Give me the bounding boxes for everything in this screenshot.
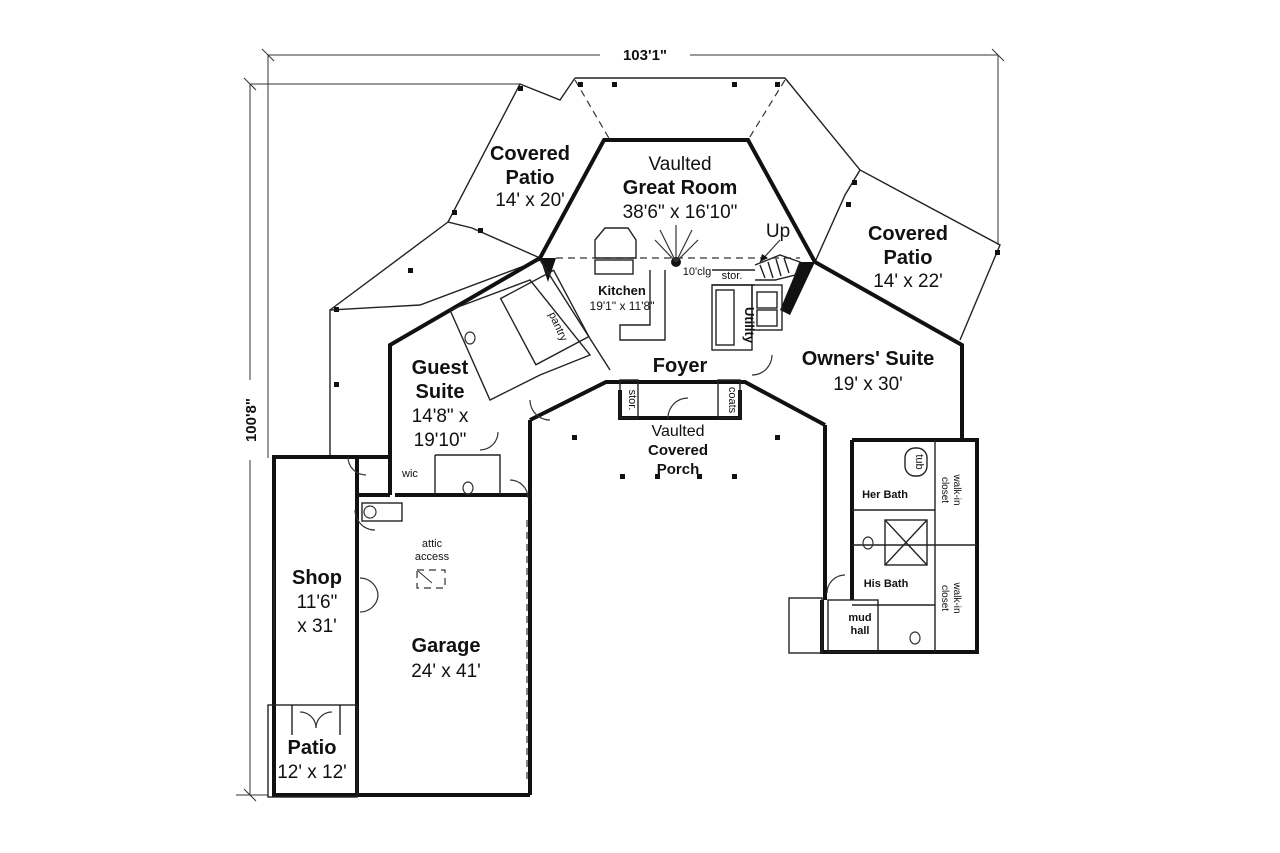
great-room-label: Great Room [623, 177, 737, 199]
tub-label: tub [913, 454, 925, 469]
guest-suite-label-1: Guest [412, 357, 469, 379]
covered-patio-right-size: 14' x 22' [873, 271, 943, 292]
shop-label: Shop [292, 567, 342, 589]
overall-depth-label: 100'8" [243, 398, 260, 442]
guest-suite-size-2: 19'10" [414, 430, 467, 451]
porch-label-covered: Covered [648, 442, 708, 459]
his-bath-label: His Bath [864, 578, 909, 590]
garage-size: 24' x 41' [411, 661, 481, 682]
patio-size: 12' x 12' [277, 762, 347, 783]
covered-patio-left-label-1: Covered [490, 143, 570, 165]
attic-label-1: attic [422, 538, 443, 550]
covered-patio-left-size: 14' x 20' [495, 190, 565, 211]
covered-patio-left-outline [329, 77, 576, 455]
owners-suite-size: 19' x 30' [833, 374, 903, 395]
attic-label-2: access [415, 551, 450, 563]
wic-label: wic [401, 468, 418, 480]
wall-corner-right [780, 262, 815, 315]
porch-label-vaulted: Vaulted [651, 423, 704, 440]
guest-suite-label-2: Suite [416, 381, 465, 403]
shop-size-1: 11'6" [297, 592, 338, 613]
stair-up-label: Up [766, 221, 790, 242]
mud-hall-label-1: mud [848, 612, 871, 624]
great-room-patio-outline [574, 77, 786, 141]
stor-foyer-label: stor. [626, 390, 638, 411]
mud-hall-label-2: hall [851, 625, 870, 637]
porch-label-porch: Porch [657, 461, 700, 478]
walk-in-closet-1-line-2: closet [939, 477, 950, 503]
covered-patio-left-label-2: Patio [506, 167, 555, 189]
pantry-label: pantry [546, 310, 570, 343]
owners-suite-label: Owners' Suite [802, 348, 935, 370]
wall-corner-left [540, 258, 556, 282]
walk-in-closet-1-line-1: walk-in [951, 473, 962, 505]
covered-patio-right-label-1: Covered [868, 223, 948, 245]
patio-label: Patio [288, 737, 337, 759]
room-labels: Vaulted Great Room 38'6" x 16'10" Covere… [277, 143, 962, 783]
kitchen-label: Kitchen [598, 283, 646, 298]
stor-top-label: stor. [722, 270, 743, 282]
great-room-size: 38'6" x 16'10" [623, 202, 738, 223]
kitchen-size: 19'1" x 11'8" [590, 299, 655, 313]
covered-patio-right-outline [784, 77, 1001, 341]
overall-width-label: 103'1" [623, 47, 667, 64]
foyer-label: Foyer [653, 355, 708, 377]
covered-patio-right-label-2: Patio [884, 247, 933, 269]
ceiling-note: 10'clg [683, 266, 711, 278]
guest-suite-size-1: 14'8" x [412, 406, 469, 427]
garage-label: Garage [412, 635, 481, 657]
utility-label: Utility [742, 307, 757, 344]
patio-posts [334, 82, 1000, 479]
great-room-label-vaulted: Vaulted [648, 154, 711, 175]
walk-in-closet-2-line-1: walk-in [951, 581, 962, 613]
her-bath-label: Her Bath [862, 489, 908, 501]
interior-walls [273, 225, 977, 780]
dimension-lines [236, 48, 1005, 802]
shop-size-2: x 31' [297, 616, 337, 637]
exterior-walls [267, 138, 979, 798]
coats-label: coats [726, 387, 738, 414]
walk-in-closet-2-line-2: closet [939, 585, 950, 611]
